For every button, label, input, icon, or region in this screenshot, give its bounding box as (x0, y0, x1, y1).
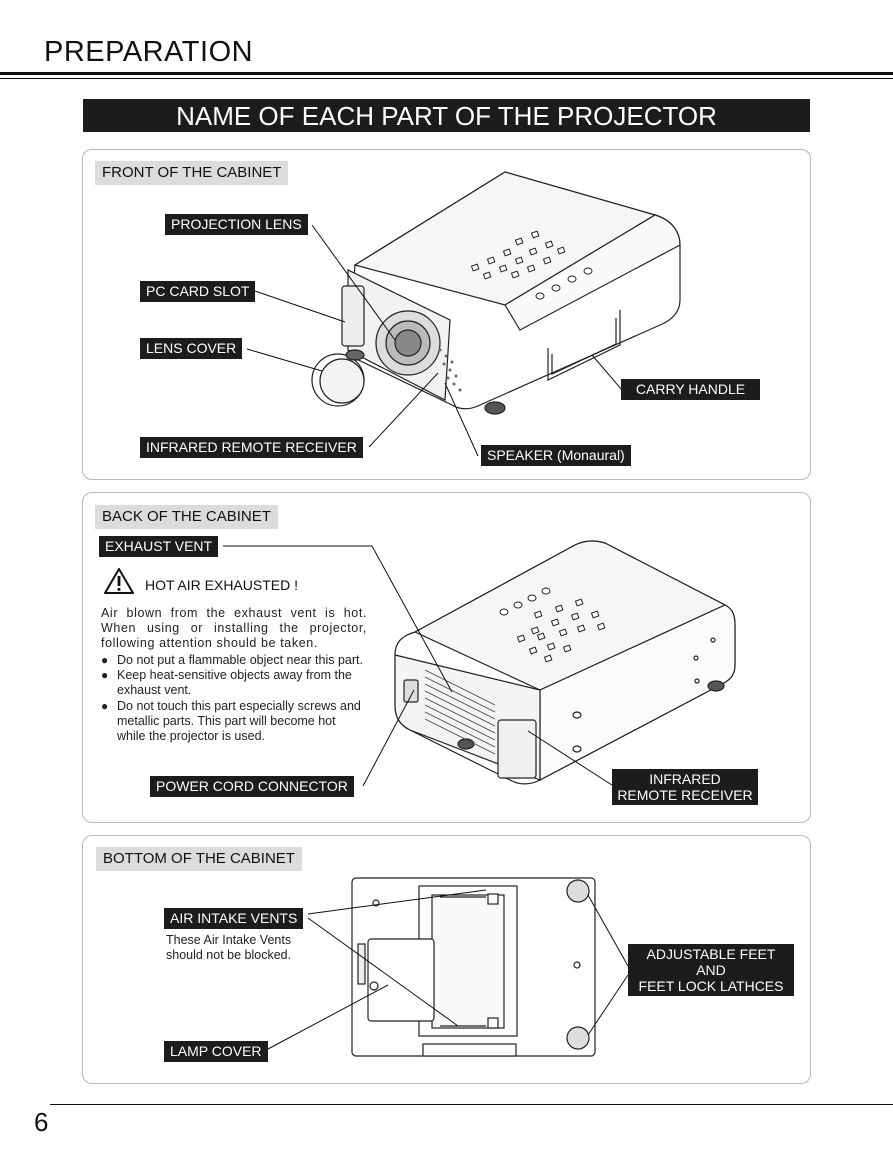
warning-text: Air blown from the exhaust vent is hot. … (101, 606, 367, 651)
warning-bullet: Do not put a flammable object near this … (101, 653, 367, 668)
section-title: PREPARATION (44, 36, 254, 68)
warning-title: HOT AIR EXHAUSTED ! (145, 577, 298, 593)
page-number: 6 (34, 1107, 49, 1137)
header-rule-thin (0, 78, 893, 79)
warning-bullet: Keep heat-sensitive objects away from th… (101, 668, 367, 698)
label-lamp-cover: LAMP COVER (164, 1041, 268, 1062)
label-exhaust-vent: EXHAUST VENT (99, 536, 219, 557)
warning-bullet: Do not touch this part especially screws… (101, 699, 367, 745)
label-carry-handle: CARRY HANDLE (621, 379, 760, 400)
label-pc-card-slot: PC CARD SLOT (140, 281, 256, 302)
warning-bullet-list: Do not put a flammable object near this … (101, 653, 367, 744)
label-infrared-remote-receiver-back: INFRARED REMOTE RECEIVER (612, 769, 758, 805)
label-air-intake-vents: AIR INTAKE VENTS (164, 908, 304, 929)
header-rule-thick (0, 72, 893, 75)
bottom-cabinet-heading: BOTTOM OF THE CABINET (96, 847, 302, 871)
page-title-banner: NAME OF EACH PART OF THE PROJECTOR (83, 99, 810, 132)
label-power-cord-connector: POWER CORD CONNECTOR (150, 776, 354, 797)
front-panel (82, 149, 811, 480)
label-projection-lens: PROJECTION LENS (165, 214, 308, 235)
footer-rule (50, 1104, 893, 1105)
air-intake-note: These Air Intake Vents should not be blo… (166, 933, 292, 962)
label-lens-cover: LENS COVER (140, 338, 243, 359)
label-infrared-remote-receiver-front: INFRARED REMOTE RECEIVER (140, 437, 363, 458)
label-speaker: SPEAKER (Monaural) (481, 445, 631, 466)
warning-triangle-icon (104, 568, 134, 594)
front-cabinet-heading: FRONT OF THE CABINET (95, 161, 289, 185)
back-cabinet-heading: BACK OF THE CABINET (95, 505, 278, 529)
label-adjustable-feet: ADJUSTABLE FEET AND FEET LOCK LATHCES (628, 944, 794, 996)
